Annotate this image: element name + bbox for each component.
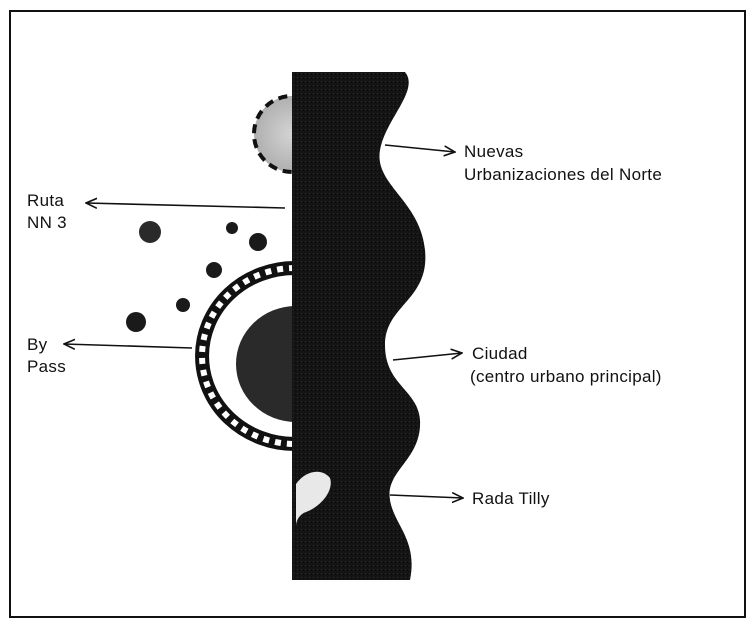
label-ciudad-line2: (centro urbano principal) (470, 367, 662, 386)
label-ruta-line1: Ruta (27, 191, 65, 210)
label-ciudad-line1: Ciudad (472, 344, 528, 363)
settlement-dot (206, 262, 222, 278)
city-center-area (236, 306, 296, 422)
label-nuevas-line2: Urbanizaciones del Norte (464, 165, 663, 184)
label-rada-tilly: Rada Tilly (472, 489, 550, 508)
settlement-dot (176, 298, 190, 312)
label-bypass-line1: By (27, 335, 48, 354)
arrow-nuevas (384, 144, 455, 152)
settlement-dot (126, 312, 146, 332)
arrow-bypass (64, 344, 193, 348)
settlement-dot (226, 222, 238, 234)
label-bypass-line2: Pass (27, 357, 66, 376)
arrow-ciudad (392, 353, 462, 361)
settlement-dot (139, 221, 161, 243)
bypass-ring-hatch (199, 265, 296, 447)
label-nuevas-line1: Nuevas (464, 142, 524, 161)
arrow-rada-tilly (389, 495, 463, 498)
label-ruta-line2: NN 3 (27, 213, 67, 232)
coastal-urban-strip (292, 72, 426, 580)
rada-tilly-area (296, 471, 331, 526)
settlement-dot (249, 233, 267, 251)
arrow-ruta (86, 203, 286, 208)
